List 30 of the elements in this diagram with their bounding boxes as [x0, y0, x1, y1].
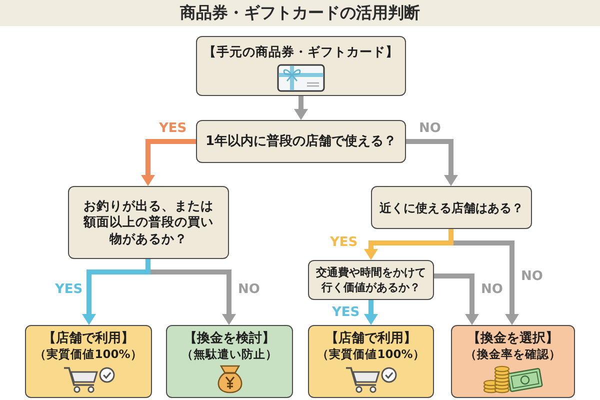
question-box — [68, 186, 229, 259]
arrow — [406, 139, 458, 186]
question-text: 近くに使える店舗はある？ — [380, 200, 524, 216]
box-heading: 【手元の商品券・ギフトカード】 — [204, 44, 398, 60]
box-subtext: （換金率を確認） — [465, 347, 561, 361]
question-box — [196, 120, 406, 163]
arrow — [364, 229, 454, 260]
box-heading: 【換金を選択】 — [468, 331, 558, 347]
result-box — [166, 325, 293, 398]
result-box — [25, 325, 152, 398]
box-subtext: （実質価値100%） — [34, 347, 142, 361]
question-text: お釣りが出る、または額面以上の普段の買い物があるか？ — [83, 198, 214, 248]
question-box — [371, 186, 532, 229]
arrow — [141, 139, 196, 186]
result-box — [451, 325, 575, 398]
box-subtext: （無駄遣い防止） — [182, 347, 278, 361]
result-box — [308, 325, 434, 398]
question-text: 1年以内に普段の店舗で使える？ — [205, 133, 397, 150]
question-box — [308, 260, 434, 300]
arrow — [434, 274, 479, 325]
title: 商品券・ギフトカードの活用判断 — [0, 0, 600, 26]
box-heading: 【換金を検討】 — [184, 331, 275, 347]
arrow — [364, 300, 378, 325]
question-text: 交通費や時間をかけて行く価値があるか？ — [315, 265, 427, 295]
start-box — [196, 36, 406, 96]
box-heading: 【店舗で利用】 — [326, 331, 416, 347]
arrow — [294, 96, 308, 120]
arrow — [82, 259, 150, 325]
box-heading: 【店舗で利用】 — [43, 331, 134, 347]
box-subtext: （実質価値100%） — [317, 347, 425, 361]
